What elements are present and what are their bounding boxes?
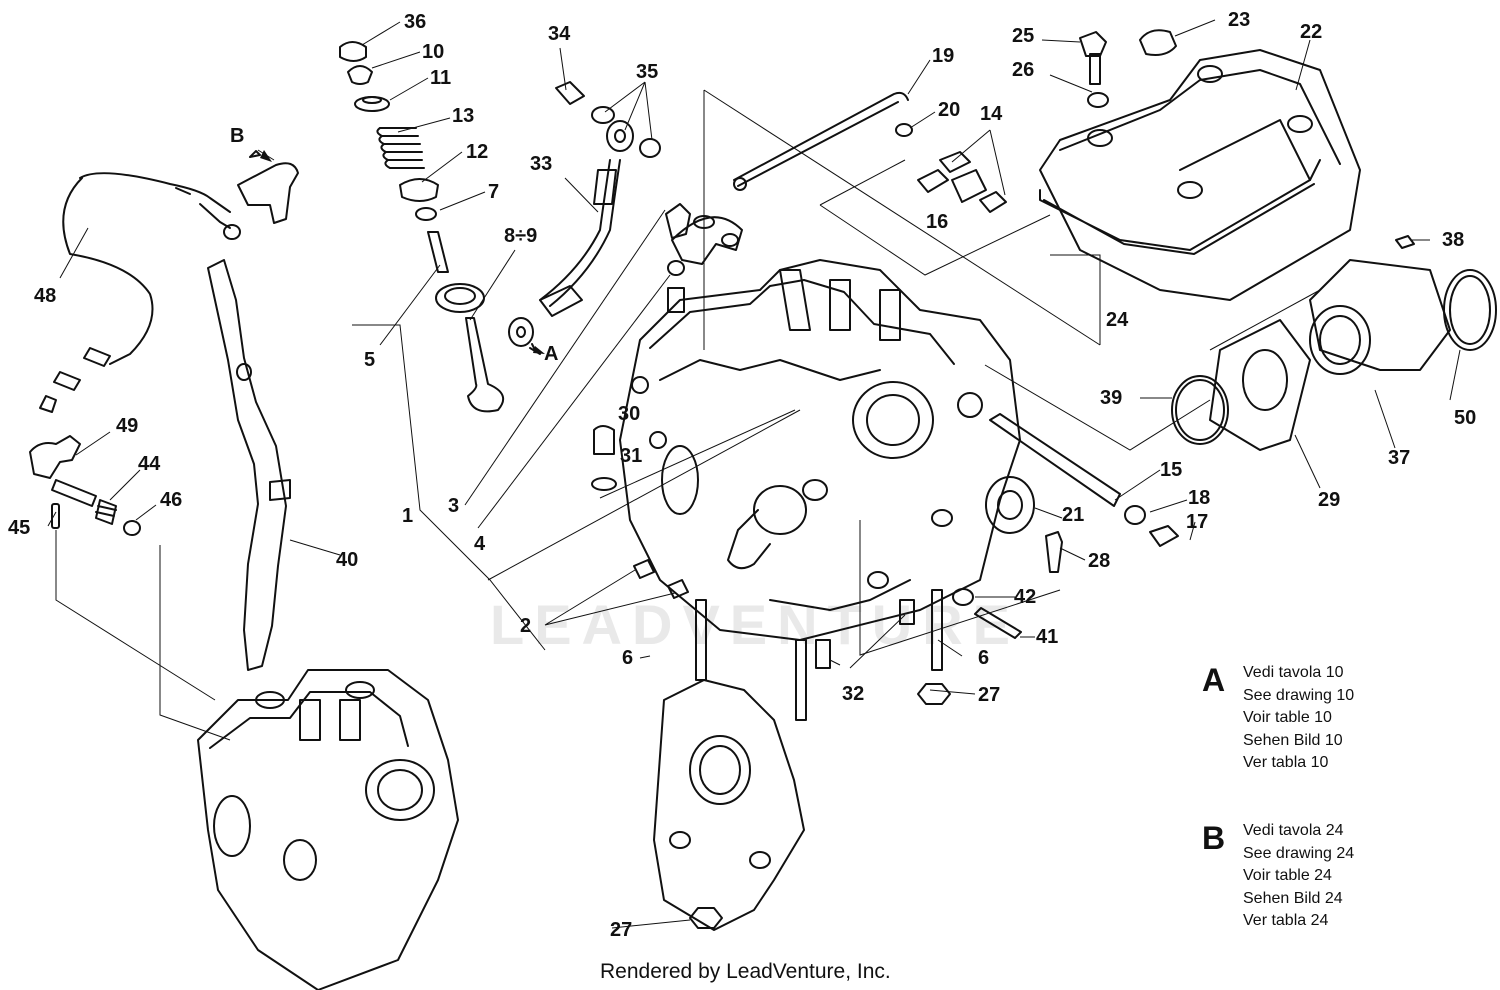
intake-assembly bbox=[1171, 235, 1497, 451]
chain-guide bbox=[207, 259, 291, 671]
valve-cover bbox=[1039, 29, 1361, 301]
callout-34: 34 bbox=[548, 23, 571, 45]
callout-23: 23 bbox=[1228, 9, 1251, 31]
callout-44: 44 bbox=[138, 453, 161, 475]
callout-11: 11 bbox=[430, 67, 452, 89]
reference-a-line: Ver tabla 10 bbox=[1243, 754, 1329, 771]
callout-28: 28 bbox=[1088, 550, 1111, 572]
callout-1: 1 bbox=[402, 505, 414, 527]
reference-letter-a: A bbox=[1202, 662, 1226, 698]
callout-27-upper: 27 bbox=[978, 684, 1001, 706]
callout-13: 13 bbox=[452, 105, 475, 127]
callout-31: 31 bbox=[620, 445, 643, 467]
callout-35: 35 bbox=[636, 61, 659, 83]
callout-10: 10 bbox=[422, 41, 445, 63]
callout-8-9: 8÷9 bbox=[504, 225, 538, 247]
reference-b-line: See drawing 24 bbox=[1243, 844, 1355, 862]
breather-and-cam-parts bbox=[733, 91, 1007, 213]
callout-14: 14 bbox=[980, 103, 1003, 125]
callout-a: A bbox=[544, 343, 559, 365]
callout-46: 46 bbox=[160, 489, 183, 511]
fasteners bbox=[591, 425, 1063, 929]
callout-50: 50 bbox=[1454, 407, 1477, 429]
callout-17: 17 bbox=[1186, 511, 1209, 533]
decompression-parts bbox=[29, 435, 141, 536]
reference-a-text: Vedi tavola 10 See drawing 10 Voir table… bbox=[1243, 662, 1354, 775]
reference-a-line: Voir table 10 bbox=[1243, 709, 1332, 726]
callout-30: 30 bbox=[618, 403, 641, 425]
callout-21: 21 bbox=[1062, 504, 1085, 526]
callout-38: 38 bbox=[1442, 229, 1465, 251]
callout-3: 3 bbox=[448, 495, 460, 517]
reference-b-line: Vedi tavola 24 bbox=[1243, 822, 1344, 839]
callout-19: 19 bbox=[932, 45, 955, 67]
cylinder-head-small bbox=[197, 669, 459, 990]
callout-33: 33 bbox=[530, 153, 553, 175]
callout-36: 36 bbox=[404, 11, 427, 33]
callout-7: 7 bbox=[488, 181, 500, 203]
callout-2: 2 bbox=[520, 615, 532, 637]
callout-32: 32 bbox=[842, 683, 865, 705]
callout-b: B bbox=[230, 125, 245, 147]
callout-24: 24 bbox=[1106, 309, 1129, 331]
callout-22: 22 bbox=[1300, 21, 1323, 43]
callout-16: 16 bbox=[926, 211, 949, 233]
reference-b-line: Sehen Bild 24 bbox=[1243, 889, 1343, 907]
callout-41: 41 bbox=[1036, 626, 1059, 648]
callout-18: 18 bbox=[1188, 487, 1211, 509]
callout-6-left: 6 bbox=[622, 647, 634, 669]
callout-37: 37 bbox=[1388, 447, 1411, 469]
camshaft-caps bbox=[665, 203, 743, 313]
callout-15: 15 bbox=[1160, 459, 1183, 481]
oil-pipe-assembly bbox=[508, 81, 661, 355]
cylinder-lower bbox=[653, 679, 805, 931]
callout-26: 26 bbox=[1012, 59, 1035, 81]
callout-12: 12 bbox=[466, 141, 489, 163]
reference-b-text: Vedi tavola 24 See drawing 24 Voir table… bbox=[1243, 820, 1354, 933]
valve-assembly bbox=[339, 41, 505, 413]
callout-20: 20 bbox=[938, 99, 961, 121]
callout-40: 40 bbox=[336, 549, 359, 571]
callout-25: 25 bbox=[1012, 25, 1035, 47]
reference-a-line: Sehen Bild 10 bbox=[1243, 731, 1343, 749]
reference-b-line: Voir table 24 bbox=[1243, 867, 1332, 884]
footer-credit: Rendered by LeadVenture, Inc. bbox=[600, 960, 891, 983]
callout-39: 39 bbox=[1100, 387, 1123, 409]
callout-27-lower: 27 bbox=[610, 919, 633, 941]
leader-lines bbox=[47, 19, 1461, 929]
reference-a-line: See drawing 10 bbox=[1243, 686, 1355, 704]
callout-49: 49 bbox=[116, 415, 139, 437]
callout-5: 5 bbox=[364, 349, 376, 371]
cylinder-head-main bbox=[619, 259, 1021, 641]
reference-letter-b: B bbox=[1202, 820, 1226, 856]
callout-4: 4 bbox=[474, 533, 486, 555]
callout-48: 48 bbox=[34, 285, 57, 307]
cable-assembly bbox=[39, 150, 299, 413]
callout-42: 42 bbox=[1014, 586, 1037, 608]
reference-a-line: Vedi tavola 10 bbox=[1243, 664, 1344, 681]
decompressor-shaft bbox=[985, 413, 1179, 547]
callout-6-right: 6 bbox=[978, 647, 990, 669]
callout-45: 45 bbox=[8, 517, 31, 539]
watermark: LEADVENTURE bbox=[490, 593, 1021, 656]
callout-29: 29 bbox=[1318, 489, 1341, 511]
reference-b-line: Ver tabla 24 bbox=[1243, 912, 1329, 929]
